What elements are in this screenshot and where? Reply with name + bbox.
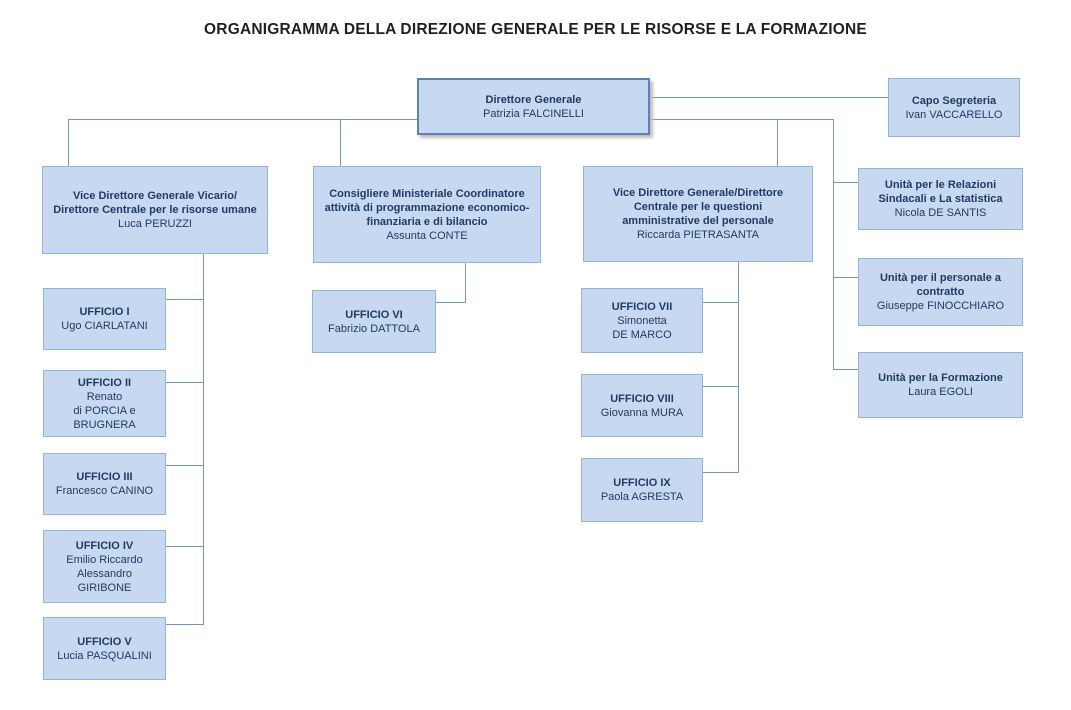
connector-line	[833, 369, 858, 370]
role-label: UFFICIO VII	[611, 300, 673, 313]
person-name: Fabrizio DATTOLA	[328, 322, 420, 335]
person-name: Luca PERUZZI	[118, 218, 192, 230]
person-name: Francesco CANINO	[55, 485, 154, 497]
connector-line	[833, 182, 858, 183]
connector-line	[833, 119, 834, 370]
person-name: Assunta CONTE	[386, 229, 468, 242]
connector-line	[166, 299, 203, 300]
person-name: Renato di PORCIA e BRUGNERA	[73, 390, 136, 431]
connector-line	[738, 262, 739, 473]
person-name: Patrizia FALCINELLI	[483, 107, 584, 120]
person-name: Ugo CIARLATANI	[61, 320, 148, 332]
person-name: Ivan VACCARELLO	[905, 108, 1003, 121]
connector-line	[166, 624, 203, 625]
person-name: Paola AGRESTA	[600, 491, 684, 503]
person-name: Giovanna MURA	[600, 406, 684, 419]
org-node-ufficio-1: UFFICIO I Ugo CIARLATANI	[43, 288, 166, 350]
org-node-ufficio-4: UFFICIO IV Emilio Riccardo Alessandro GI…	[43, 530, 166, 603]
role-label: UFFICIO VI	[345, 308, 403, 321]
person-name: Emilio Riccardo Alessandro GIRIBONE	[66, 553, 143, 594]
connector-line	[340, 119, 341, 166]
connector-line	[166, 546, 203, 547]
role-label: Consigliere Ministeriale Coordinatore at…	[324, 187, 530, 228]
org-node-capo-segreteria: Capo Segreteria Ivan VACCARELLO	[888, 78, 1020, 137]
role-label: Unità per il personale a contratto	[879, 272, 1002, 298]
connector-line	[166, 382, 203, 383]
connector-line	[703, 472, 738, 473]
role-label: UFFICIO IV	[75, 539, 134, 552]
role-label: UFFICIO II	[77, 376, 132, 389]
role-label: Unità per le Relazioni Sindacali e La st…	[878, 179, 1003, 205]
org-node-ufficio-5: UFFICIO V Lucia PASQUALINI	[43, 617, 166, 680]
person-name: Nicola DE SANTIS	[894, 207, 987, 219]
org-node-ufficio-3: UFFICIO III Francesco CANINO	[43, 453, 166, 515]
connector-line	[436, 302, 466, 303]
connector-line	[68, 119, 69, 166]
org-node-ufficio-2: UFFICIO II Renato di PORCIA e BRUGNERA	[43, 370, 166, 437]
person-name: Giuseppe FINOCCHIARO	[876, 300, 1005, 312]
connector-line	[833, 277, 858, 278]
connector-line	[465, 263, 466, 303]
person-name: Lucia PASQUALINI	[57, 649, 152, 662]
role-label: UFFICIO V	[77, 635, 132, 648]
person-name: Riccarda PIETRASANTA	[636, 229, 760, 241]
org-node-ufficio-9: UFFICIO IX Paola AGRESTA	[581, 458, 703, 522]
org-node-vice-direttore-generale: Vice Direttore Generale/Direttore Centra…	[583, 166, 813, 262]
role-label: UFFICIO IX	[613, 477, 671, 489]
role-label: UFFICIO VIII	[610, 392, 674, 405]
org-node-ufficio-8: UFFICIO VIII Giovanna MURA	[581, 374, 703, 437]
org-node-direttore-generale: Direttore Generale Patrizia FALCINELLI	[417, 78, 650, 135]
connector-line	[777, 119, 778, 166]
connector-line	[203, 254, 204, 625]
role-label: Direttore Generale	[485, 93, 582, 106]
connector-line	[703, 386, 738, 387]
org-node-ufficio-6: UFFICIO VI Fabrizio DATTOLA	[312, 290, 436, 353]
role-label: Vice Direttore Generale Vicario/ Diretto…	[53, 190, 257, 216]
org-node-consigliere-ministeriale: Consigliere Ministeriale Coordinatore at…	[313, 166, 541, 263]
page-title: ORGANIGRAMMA DELLA DIREZIONE GENERALE PE…	[204, 21, 867, 38]
connector-line	[650, 119, 833, 120]
connector-line	[703, 302, 738, 303]
role-label: Capo Segreteria	[911, 94, 997, 107]
role-label: Unità per la Formazione	[878, 372, 1003, 384]
role-label: UFFICIO I	[79, 306, 130, 318]
connector-line	[166, 465, 203, 466]
connector-line	[68, 119, 417, 120]
org-node-vice-direttore-vicario: Vice Direttore Generale Vicario/ Diretto…	[42, 166, 268, 254]
org-node-unita-formazione: Unità per la Formazione Laura EGOLI	[858, 352, 1023, 418]
connector-line	[650, 97, 888, 98]
org-node-unita-relazioni-sindacali: Unità per le Relazioni Sindacali e La st…	[858, 168, 1023, 230]
person-name: Laura EGOLI	[908, 386, 973, 398]
person-name: Simonetta DE MARCO	[612, 314, 672, 341]
role-label: UFFICIO III	[76, 471, 133, 483]
org-node-unita-personale-contratto: Unità per il personale a contratto Giuse…	[858, 258, 1023, 326]
role-label: Vice Direttore Generale/Direttore Centra…	[612, 187, 784, 227]
org-node-ufficio-7: UFFICIO VII Simonetta DE MARCO	[581, 288, 703, 353]
